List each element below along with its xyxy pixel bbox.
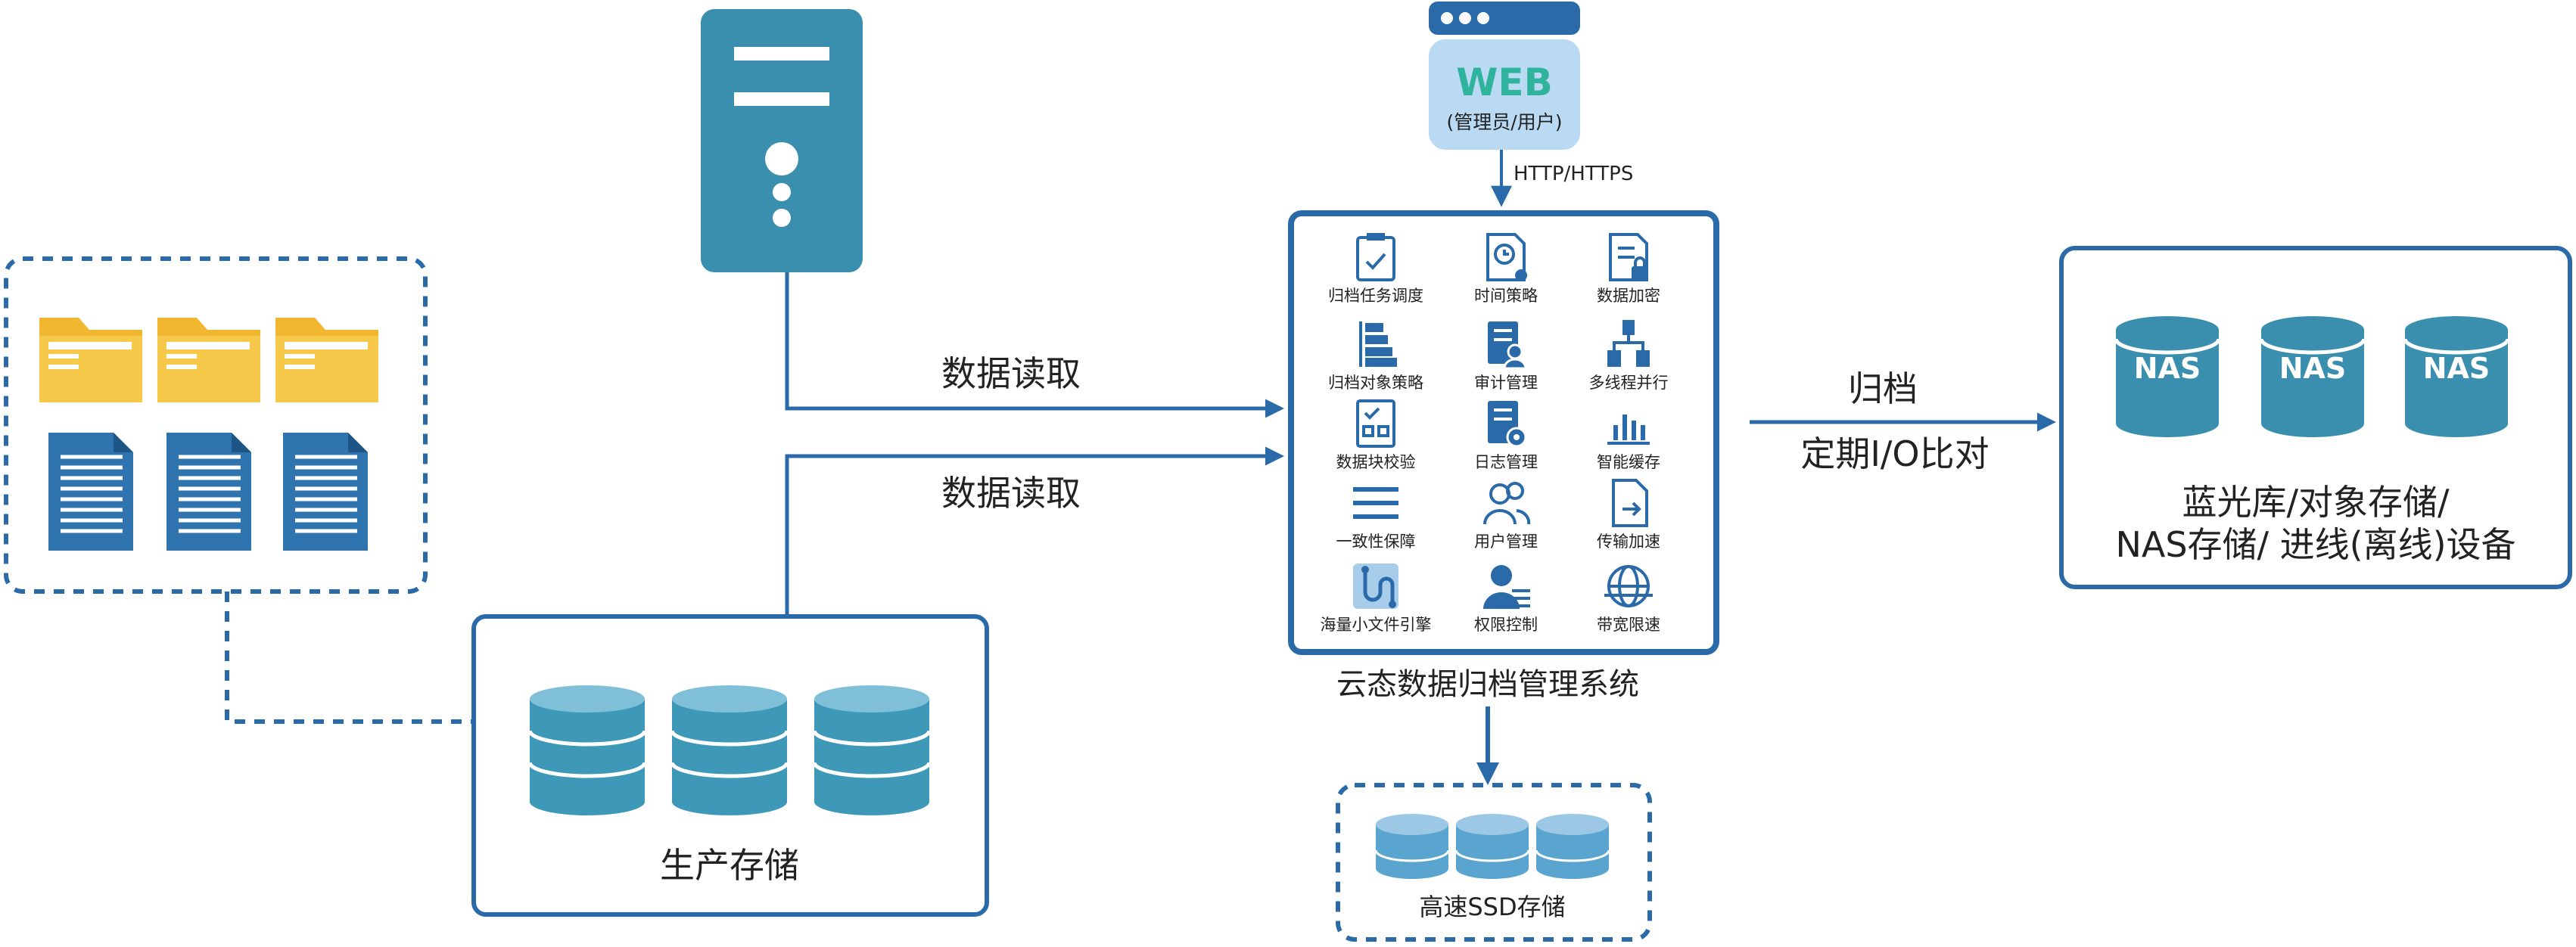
archive-label: 归档 bbox=[1848, 368, 1918, 409]
feature-label: 传输加速 bbox=[1597, 532, 1660, 551]
nas-cylinder: NAS bbox=[2114, 316, 2221, 437]
feature-label: 海量小文件引擎 bbox=[1321, 616, 1432, 634]
feature-clock-document: 时间策略 bbox=[1474, 233, 1538, 305]
read-label-server: 数据读取 bbox=[941, 353, 1081, 394]
database-icon bbox=[670, 685, 789, 815]
block-check-icon bbox=[1356, 399, 1395, 448]
document-icon bbox=[48, 433, 133, 551]
feature-object-tree: 归档对象策略 bbox=[1328, 321, 1423, 392]
compare-label: 定期I/O比对 bbox=[1800, 433, 1989, 474]
feature-label: 权限控制 bbox=[1474, 616, 1538, 634]
nas-cylinder: NAS bbox=[2403, 316, 2510, 437]
lock-document-icon bbox=[1609, 233, 1648, 281]
cache-bars-icon bbox=[1607, 415, 1650, 445]
feature-audit-user: 审计管理 bbox=[1474, 321, 1538, 392]
production-storage-label: 生产存储 bbox=[660, 845, 799, 886]
nas-cylinder: NAS bbox=[2259, 316, 2366, 437]
object-tree-icon bbox=[1359, 321, 1397, 367]
nas-label-line2: NAS存储/ 进线(离线)设备 bbox=[2115, 524, 2515, 565]
feature-puzzle-engine: 海量小文件引擎 bbox=[1321, 564, 1432, 634]
disk-icon bbox=[1535, 814, 1610, 879]
read-arrow-storage bbox=[785, 446, 1284, 616]
feature-label: 用户管理 bbox=[1474, 532, 1538, 551]
feature-lines: 一致性保障 bbox=[1336, 487, 1416, 551]
nas-label-line1: 蓝光库/对象存储/ bbox=[2182, 482, 2450, 523]
users-icon bbox=[1483, 482, 1531, 525]
puzzle-engine-icon bbox=[1353, 564, 1398, 609]
web-title: WEB bbox=[1456, 61, 1552, 104]
feature-label: 多线程并行 bbox=[1589, 374, 1669, 392]
feature-globe-bandwidth: 带宽限速 bbox=[1597, 565, 1660, 634]
source-files-group bbox=[4, 256, 428, 594]
document-icon bbox=[166, 433, 251, 551]
read-label-storage: 数据读取 bbox=[941, 473, 1081, 514]
feature-label: 审计管理 bbox=[1474, 374, 1538, 392]
globe-bandwidth-icon bbox=[1604, 565, 1653, 607]
ssd-storage: 高速SSD存储 bbox=[1336, 783, 1652, 942]
clock-document-icon bbox=[1486, 233, 1527, 281]
feature-cache-bars: 智能缓存 bbox=[1597, 415, 1660, 471]
feature-label: 智能缓存 bbox=[1597, 453, 1660, 471]
feature-label: 日志管理 bbox=[1474, 453, 1538, 471]
ssd-storage-label: 高速SSD存储 bbox=[1419, 893, 1565, 921]
file-transfer-icon bbox=[1612, 479, 1648, 527]
clipboard-schedule-icon bbox=[1356, 233, 1395, 281]
database-icon bbox=[527, 685, 647, 815]
nas-badge: NAS bbox=[2134, 352, 2201, 385]
web-subtitle: (管理员/用户) bbox=[1447, 111, 1563, 133]
document-icon bbox=[283, 433, 368, 551]
feature-label: 数据块校验 bbox=[1336, 453, 1416, 471]
feature-user-permission: 权限控制 bbox=[1474, 565, 1538, 634]
feature-block-check: 数据块校验 bbox=[1336, 399, 1416, 471]
multithread-docs-icon bbox=[1607, 320, 1650, 367]
feature-label: 带宽限速 bbox=[1597, 616, 1660, 634]
nas-badge: NAS bbox=[2279, 352, 2347, 385]
protocol-label: HTTP/HTTPS bbox=[1514, 163, 1633, 185]
user-permission-icon bbox=[1483, 565, 1530, 609]
feature-label: 数据加密 bbox=[1597, 287, 1660, 305]
web-panel[interactable]: WEB (管理员/用户) bbox=[1429, 2, 1580, 150]
nas-storage: NAS NAS NAS 蓝光库/对象存储/ NAS存储/ 进线(离线)设备 bbox=[2059, 246, 2572, 589]
production-storage: 生产存储 bbox=[471, 614, 989, 917]
database-icon bbox=[812, 685, 932, 815]
feature-lock-document: 数据加密 bbox=[1597, 233, 1660, 305]
audit-user-icon bbox=[1488, 321, 1527, 370]
feature-clipboard-schedule: 归档任务调度 bbox=[1328, 233, 1423, 305]
folder-icon bbox=[275, 318, 378, 402]
server-icon bbox=[701, 9, 863, 272]
feature-label: 时间策略 bbox=[1474, 287, 1538, 305]
system-title: 云态数据归档管理系统 bbox=[1336, 667, 1639, 702]
lines-icon bbox=[1353, 487, 1398, 519]
log-gear-icon bbox=[1488, 401, 1527, 448]
feature-label: 归档任务调度 bbox=[1328, 287, 1423, 305]
feature-file-transfer: 传输加速 bbox=[1597, 479, 1660, 551]
folder-icon bbox=[39, 318, 142, 402]
dashed-connector bbox=[225, 591, 474, 724]
feature-label: 一致性保障 bbox=[1336, 532, 1416, 551]
feature-label: 归档对象策略 bbox=[1328, 374, 1423, 392]
nas-badge: NAS bbox=[2423, 352, 2490, 385]
disk-icon bbox=[1454, 814, 1530, 879]
folder-icon bbox=[157, 318, 260, 402]
feature-users: 用户管理 bbox=[1474, 482, 1538, 551]
read-arrow-server bbox=[785, 272, 1284, 418]
feature-multithread-docs: 多线程并行 bbox=[1589, 320, 1669, 392]
feature-log-gear: 日志管理 bbox=[1474, 401, 1538, 471]
disk-icon bbox=[1374, 814, 1450, 879]
